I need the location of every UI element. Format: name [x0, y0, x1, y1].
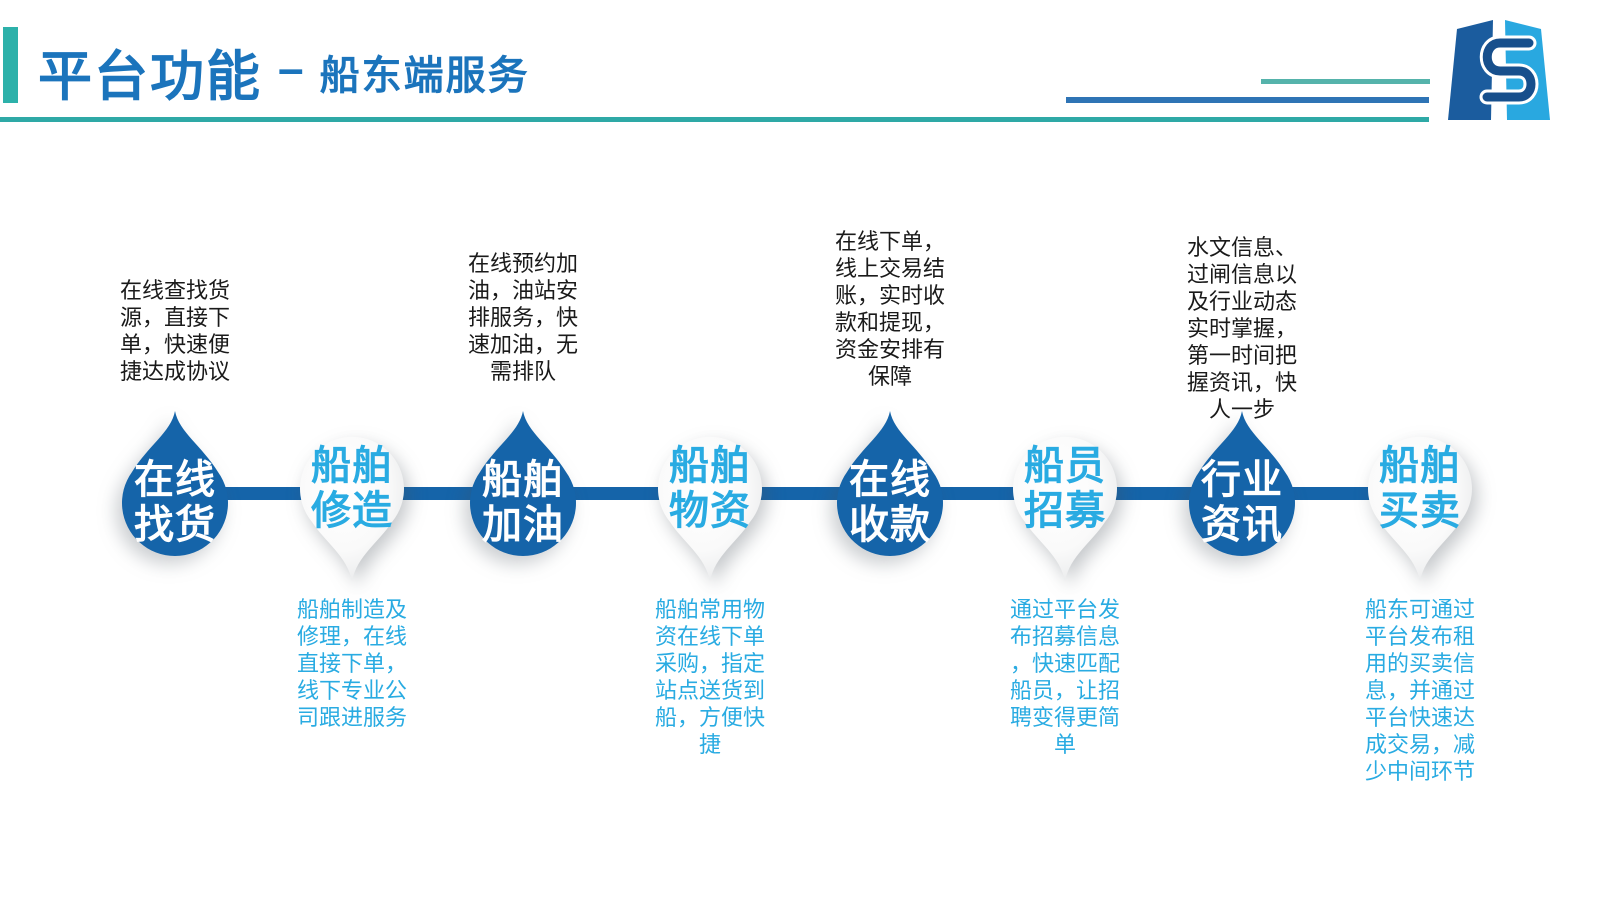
node-label: 船舶 物资: [669, 444, 751, 533]
node-ship-supplies: 船舶 物资: [649, 434, 771, 584]
page-title-subtitle: 船东端服务: [319, 53, 530, 98]
node-label: 船员 招募: [1024, 444, 1106, 533]
node-label: 船舶 修造: [311, 444, 393, 533]
node-industry-news: 行业 资讯: [1181, 408, 1303, 558]
title-accent-bar: [3, 27, 18, 103]
node-desc-online-payment: 在线下单，线上交易结账，实时收款和提现，资金安排有保障: [834, 229, 945, 389]
node-label: 船舶 买卖: [1379, 444, 1461, 533]
node-online-payment: 在线 收款: [829, 408, 951, 558]
node-desc-crew-recruitment: 通过平台发布招募信息，快速匹配船员，让招聘变得更简单: [1009, 597, 1120, 757]
node-desc-ship-trading: 船东可通过平台发布租用的买卖信息，并通过平台快速达成交易，减少中间环节: [1364, 597, 1475, 784]
header-divider-line: [0, 117, 1429, 122]
page-title-separator: –: [278, 41, 304, 94]
water-drop-up-icon: [837, 411, 943, 556]
node-desc-ship-repair: 船舶制造及修理，在线直接下单，线下专业公司跟进服务: [296, 597, 407, 730]
node-desc-industry-news: 水文信息、过闸信息以及行业动态实时掌握，第一时间把握资讯，快人一步: [1186, 235, 1297, 422]
node-desc-ship-supplies: 船舶常用物资在线下单采购，指定站点送货到船，方便快捷: [654, 597, 765, 757]
node-label: 在线 找货: [134, 458, 216, 547]
page-title: 平台功能 – 船东端服务: [38, 32, 530, 111]
node-label: 行业 资讯: [1201, 458, 1283, 547]
water-drop-up-icon: [470, 411, 576, 556]
company-logo-icon: [1448, 20, 1550, 120]
node-label: 船舶 加油: [482, 458, 564, 547]
water-drop-up-icon: [1189, 411, 1295, 556]
pin-down-icon: [1013, 436, 1117, 581]
page-title-main: 平台功能: [38, 47, 262, 107]
header-deco-line-teal: [1261, 79, 1430, 84]
node-online-cargo: 在线 找货: [114, 408, 236, 558]
node-ship-repair: 船舶 修造: [291, 434, 413, 584]
pin-down-icon: [658, 436, 762, 581]
header-deco-line-blue: [1066, 97, 1429, 103]
pin-down-icon: [1368, 436, 1472, 581]
node-ship-refuel: 船舶 加油: [462, 408, 584, 558]
water-drop-up-icon: [122, 411, 228, 556]
node-desc-ship-refuel: 在线预约加油，油站安排服务，快速加油，无需排队: [467, 251, 578, 384]
node-label: 在线 收款: [849, 458, 931, 547]
node-crew-recruitment: 船员 招募: [1004, 434, 1126, 584]
node-desc-online-cargo: 在线查找货源，直接下单，快速便捷达成协议: [119, 278, 230, 384]
pin-down-icon: [300, 436, 404, 581]
node-ship-trading: 船舶 买卖: [1359, 434, 1481, 584]
